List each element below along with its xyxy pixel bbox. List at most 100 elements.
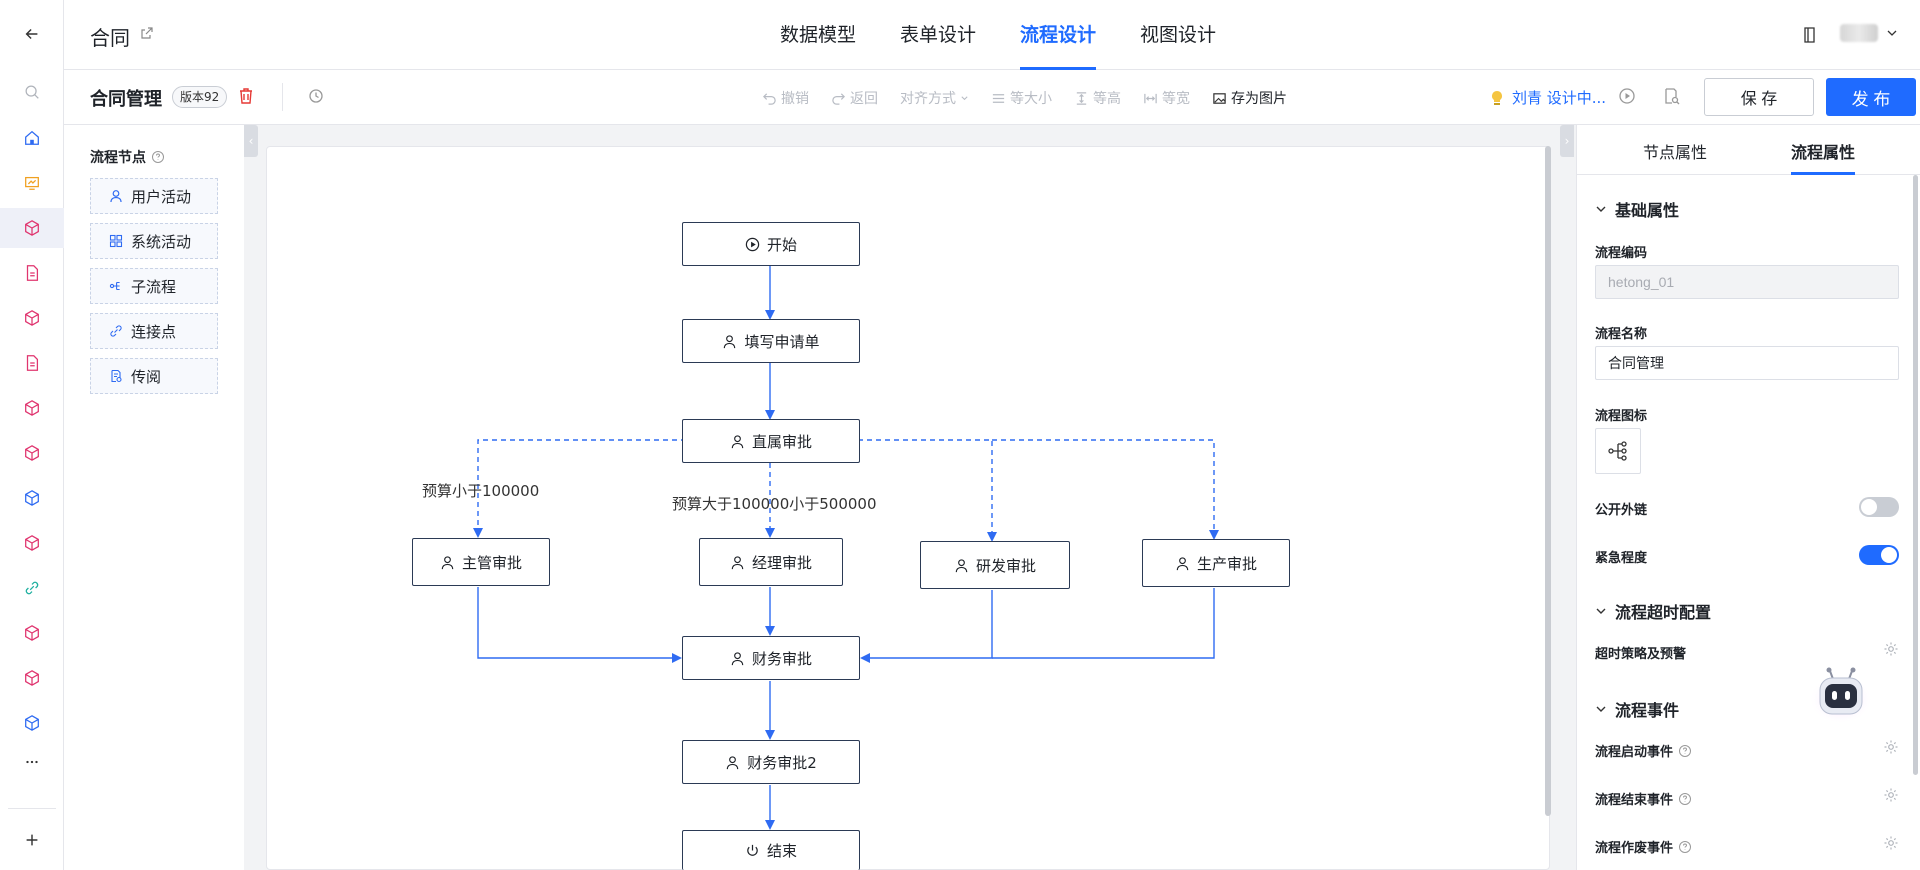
edge-rnd-finance[interactable] [860,590,993,663]
node-direct-approval[interactable]: 直属审批 [682,419,860,463]
avatar [1840,24,1878,42]
tab-flow-properties[interactable]: 流程属性 [1791,143,1856,162]
manual-icon[interactable] [1802,26,1818,44]
collapse-right-button[interactable]: › [1560,125,1574,157]
tab-flow-design[interactable]: 流程设计 [1020,0,1097,70]
rail-link[interactable] [0,568,64,608]
rail-app-2[interactable] [0,298,64,338]
save-image-button[interactable]: 存为图片 [1212,88,1287,108]
flow-icon-picker[interactable] [1595,428,1641,474]
flow-canvas[interactable] [266,146,1550,870]
node-end[interactable]: 结束 [682,830,860,870]
section-events[interactable]: 流程事件 [1595,697,1679,721]
node-rnd-approval[interactable]: 研发审批 [920,541,1070,589]
chevron-right-icon: › [1564,134,1570,148]
node-label: 开始 [766,235,797,254]
help-icon[interactable] [151,150,165,164]
rail-app-4[interactable] [0,433,64,473]
node-supervisor-approval[interactable]: 主管审批 [412,538,550,586]
palette-item-subflow[interactable]: 子流程 [90,268,218,304]
cube-icon [25,220,39,236]
user-icon [110,190,122,203]
rail-dashboard[interactable] [0,163,64,203]
rail-add[interactable] [0,820,64,860]
collapse-left-button[interactable]: ‹ [244,125,258,157]
rail-app-9[interactable] [0,703,64,743]
tab-data-model[interactable]: 数据模型 [780,24,857,46]
assistant-robot-icon[interactable] [1808,663,1874,723]
edge-direct-production[interactable] [992,439,1219,540]
edge-label-budget-lt[interactable]: 预算小于100000 [422,482,540,500]
trash-icon[interactable] [238,87,254,105]
help-icon[interactable] [1678,840,1692,854]
section-timeout-title: 流程超时配置 [1615,603,1712,622]
edge-direct-rnd[interactable] [858,439,997,542]
document-icon [26,265,39,281]
node-manager-approval[interactable]: 经理审批 [699,538,843,586]
play-icon[interactable] [1618,87,1636,105]
tab-view-design[interactable]: 视图设计 [1140,24,1217,46]
section-basic[interactable]: 基础属性 [1595,197,1679,221]
gear-icon[interactable] [1883,641,1899,657]
palette-item-user-activity[interactable]: 用户活动 [90,178,218,214]
version-badge[interactable]: 版本92 [172,86,228,108]
edge-supervisor-finance[interactable] [477,587,682,663]
same-width-button[interactable]: 等宽 [1143,88,1190,108]
rail-app-8[interactable] [0,658,64,698]
publish-button[interactable]: 发 布 [1826,78,1916,116]
node-label: 财务审批2 [747,753,817,772]
redo-button[interactable]: 返回 [831,88,878,108]
node-fill-application[interactable]: 填写申请单 [682,319,860,363]
align-dropdown[interactable]: 对齐方式 [900,88,969,108]
palette-item-label: 系统活动 [131,232,192,251]
rail-doc-2[interactable] [0,343,64,383]
edge-direct-supervisor[interactable] [473,439,686,538]
gear-icon[interactable] [1883,739,1899,755]
same-size-button[interactable]: 等大小 [991,88,1052,108]
palette-item-circulate[interactable]: 传阅 [90,358,218,394]
rail-app-5[interactable] [0,478,64,518]
chevron-left-icon: ‹ [248,134,254,148]
rail-app-3[interactable] [0,388,64,428]
save-button[interactable]: 保 存 [1704,78,1814,116]
tab-node-properties[interactable]: 节点属性 [1643,143,1708,162]
flow-code-input[interactable] [1595,265,1899,299]
rail-app-7[interactable] [0,613,64,653]
rail-doc-1[interactable] [0,253,64,293]
record-search-icon[interactable] [1662,87,1680,105]
rail-app-1[interactable] [0,208,64,248]
node-start[interactable]: 开始 [682,222,860,266]
gear-icon[interactable] [1883,787,1899,803]
public-link-toggle[interactable] [1859,497,1899,517]
node-production-approval[interactable]: 生产审批 [1142,539,1290,587]
rail-home[interactable] [0,118,64,158]
properties-scrollbar[interactable] [1913,175,1918,775]
node-finance-approval-2[interactable]: 财务审批2 [682,740,860,784]
external-link-icon[interactable] [140,26,154,40]
palette-item-connector[interactable]: 连接点 [90,313,218,349]
help-icon[interactable] [1678,744,1692,758]
user-menu[interactable] [1840,24,1898,42]
end-event-label: 流程结束事件 [1595,793,1674,808]
back-button[interactable] [0,14,64,54]
section-timeout[interactable]: 流程超时配置 [1595,599,1711,623]
help-icon[interactable] [1678,792,1692,806]
rail-app-6[interactable] [0,523,64,563]
canvas-scrollbar[interactable] [1545,146,1551,816]
rail-search[interactable] [0,72,64,112]
edge-production-finance[interactable] [992,588,1215,659]
gear-icon[interactable] [1883,835,1899,851]
node-finance-approval[interactable]: 财务审批 [682,636,860,680]
flow-name-input[interactable] [1595,346,1899,380]
history-icon[interactable] [308,88,324,104]
cube-icon [25,670,39,686]
edge-label-budget-between[interactable]: 预算大于100000小于500000 [672,495,877,513]
palette-item-system-activity[interactable]: 系统活动 [90,223,218,259]
tab-form-design[interactable]: 表单设计 [900,24,977,46]
lightbulb-icon [1492,90,1502,105]
same-height-button[interactable]: 等高 [1074,88,1121,108]
section-events-title: 流程事件 [1615,701,1680,720]
rail-more[interactable] [0,742,64,782]
undo-button[interactable]: 撤销 [762,88,809,108]
urgency-toggle[interactable] [1859,545,1899,565]
